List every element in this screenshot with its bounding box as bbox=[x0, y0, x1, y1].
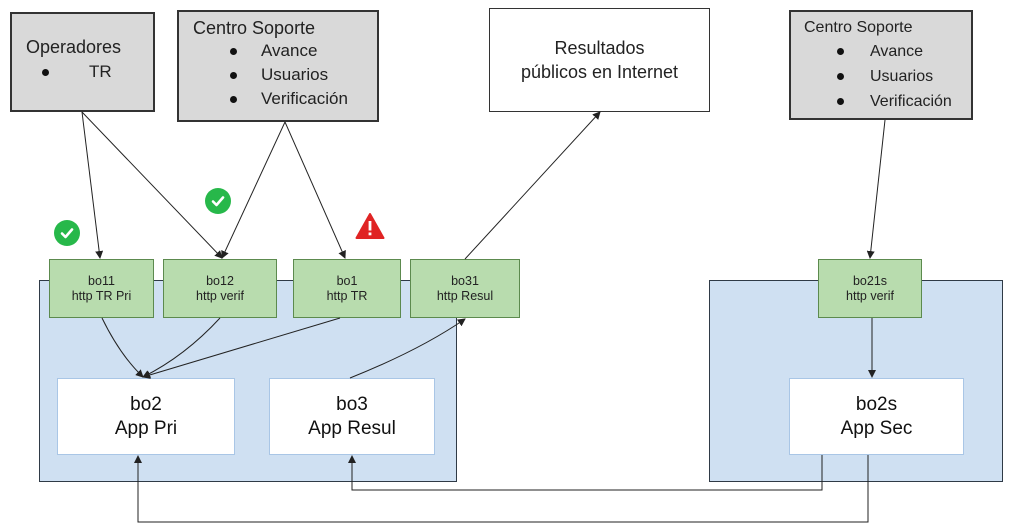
service-bo11-desc: http TR Pri bbox=[71, 288, 132, 303]
centro-soporte-title: Centro Soporte bbox=[193, 18, 316, 38]
service-bo1: bo1 http TR bbox=[293, 259, 401, 318]
bullet-icon bbox=[837, 48, 844, 55]
arrow-bo2s-bo2 bbox=[134, 455, 869, 523]
centro-item-usuarios: Usuarios bbox=[193, 63, 377, 87]
centro-soporte-sec-title: Centro Soporte bbox=[804, 19, 913, 36]
bullet-icon bbox=[42, 69, 49, 76]
arrow-bo3-bo31 bbox=[349, 318, 466, 379]
app-bo2s-name: bo2s bbox=[855, 393, 898, 415]
bullet-icon bbox=[837, 98, 844, 105]
service-bo1-desc: http TR bbox=[326, 288, 368, 303]
app-bo2: bo2 App Pri bbox=[57, 378, 235, 455]
arrow-centro-sec-bo21s bbox=[866, 119, 886, 259]
service-bo11: bo11 http TR Pri bbox=[49, 259, 154, 318]
resultados-box: Resultados públicos en Internet bbox=[489, 8, 710, 112]
arrow-bo12-bo2 bbox=[142, 317, 221, 378]
arrow-centro-bo1 bbox=[284, 121, 346, 259]
arrow-bo31-resultados bbox=[464, 111, 601, 260]
service-bo1-name: bo1 bbox=[336, 273, 358, 288]
arrow-bo1-bo2 bbox=[142, 317, 341, 379]
centro-sec-item-usuarios: Usuarios bbox=[804, 64, 971, 89]
bullet-icon bbox=[230, 96, 237, 103]
service-bo12-name: bo12 bbox=[206, 273, 234, 288]
service-bo31-desc: http Resul bbox=[436, 288, 494, 303]
app-bo2-name: bo2 bbox=[130, 393, 162, 415]
resultados-line1: Resultados bbox=[554, 38, 645, 58]
service-bo21s: bo21s http verif bbox=[818, 259, 922, 318]
service-bo11-name: bo11 bbox=[88, 273, 115, 288]
centro-item-avance: Avance bbox=[193, 39, 377, 63]
centro-sec-item-avance: Avance bbox=[804, 39, 971, 64]
centro-soporte-sec-box: Centro Soporte Avance Usuarios Verificac… bbox=[789, 10, 973, 120]
app-bo2s: bo2s App Sec bbox=[789, 378, 964, 455]
resultados-line2: públicos en Internet bbox=[520, 62, 679, 82]
app-bo3: bo3 App Resul bbox=[269, 378, 435, 455]
operadores-box: Operadores TR bbox=[10, 12, 155, 112]
operadores-item-tr: TR bbox=[26, 60, 153, 84]
arrow-bo11-bo2 bbox=[101, 317, 144, 378]
service-bo21s-desc: http verif bbox=[846, 288, 894, 303]
arrow-centro-bo12 bbox=[221, 121, 286, 259]
bullet-icon bbox=[837, 73, 844, 80]
centro-item-verificacion: Verificación bbox=[193, 87, 377, 111]
app-bo2-desc: App Pri bbox=[114, 417, 178, 439]
centro-soporte-box: Centro Soporte Avance Usuarios Verificac… bbox=[177, 10, 379, 122]
arrow-operadores-bo11 bbox=[81, 111, 104, 259]
arrow-operadores-bo12 bbox=[81, 111, 223, 259]
service-bo21s-name: bo21s bbox=[852, 273, 888, 288]
check-icon bbox=[205, 188, 231, 214]
service-bo12-desc: http verif bbox=[196, 288, 244, 303]
bullet-icon bbox=[230, 72, 237, 79]
service-bo12: bo12 http verif bbox=[163, 259, 277, 318]
service-bo31: bo31 http Resul bbox=[410, 259, 520, 318]
operadores-title: Operadores bbox=[26, 37, 122, 57]
warning-icon bbox=[355, 212, 385, 240]
check-icon bbox=[54, 220, 80, 246]
service-bo31-name: bo31 bbox=[451, 273, 479, 288]
bullet-icon bbox=[230, 48, 237, 55]
centro-sec-item-verificacion: Verificación bbox=[804, 89, 971, 114]
arrow-bo2s-bo3 bbox=[348, 455, 823, 491]
app-bo2s-desc: App Sec bbox=[840, 417, 913, 439]
app-bo3-name: bo3 bbox=[336, 393, 368, 415]
app-bo3-desc: App Resul bbox=[308, 417, 396, 439]
